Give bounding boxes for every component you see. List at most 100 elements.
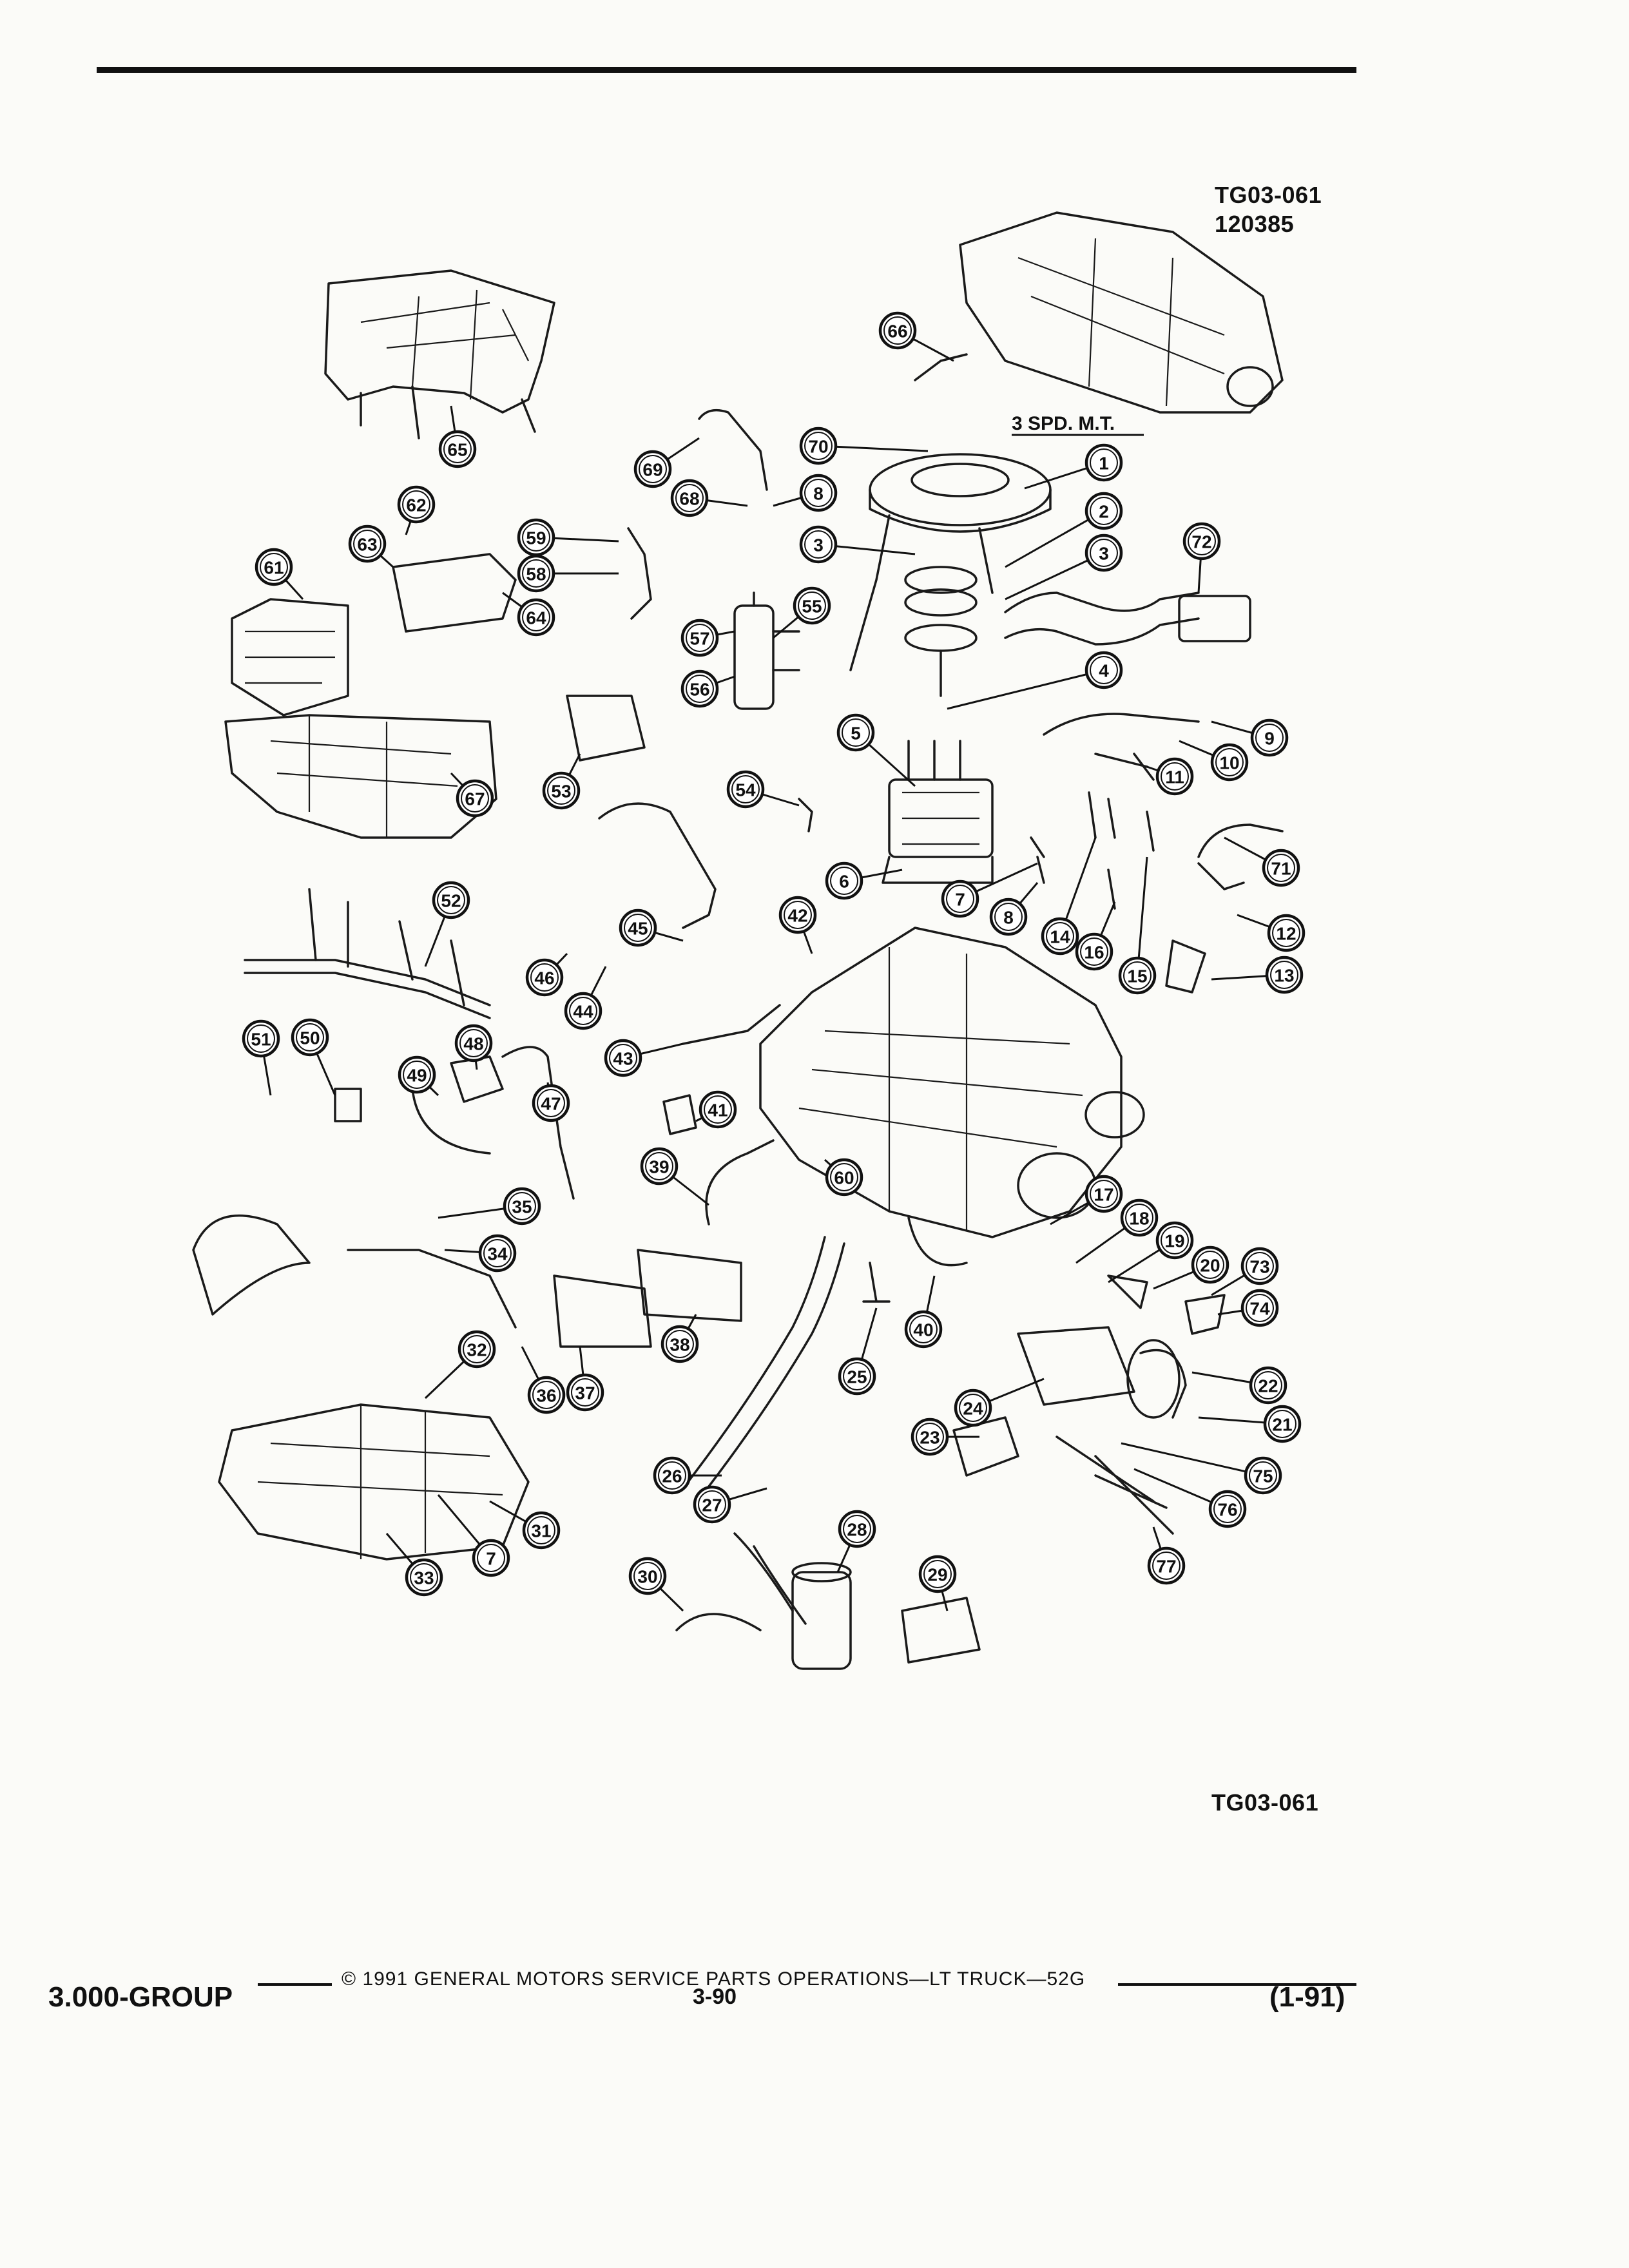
callout-number: 10 [1219,753,1239,773]
callout-54: 54 [726,770,765,809]
callout-number: 60 [834,1168,854,1188]
callout-number: 7 [486,1549,496,1569]
callout-number: 3 [813,535,824,555]
callout-number: 70 [808,437,828,457]
header-rule [97,67,1356,73]
valve-50 [334,1088,362,1122]
sensor-11 [1094,753,1155,781]
callout-number: 76 [1217,1500,1237,1520]
callout-6: 6 [825,861,863,900]
callout-14: 14 [1041,917,1079,956]
callout-number: 8 [1003,908,1014,928]
pump-55 [733,591,800,710]
callout-number: 2 [1099,502,1109,522]
callout-65: 65 [438,430,477,468]
bracket-29 [901,1597,981,1664]
callout-number: 23 [920,1428,940,1448]
callout-number: 12 [1276,924,1296,944]
callout-number: 77 [1156,1557,1176,1577]
strap-30 [675,1613,762,1631]
callout-74: 74 [1240,1289,1279,1327]
callout-19: 19 [1155,1221,1194,1260]
callout-number: 46 [534,968,554,988]
callout-number: 44 [573,1002,593,1022]
callout-18: 18 [1120,1198,1159,1237]
manifold-33 [218,1403,530,1561]
callout-number: 22 [1258,1376,1278,1396]
callout-75: 75 [1244,1456,1282,1495]
pipe-34 [347,1249,517,1329]
callout-number: 52 [441,891,461,911]
callout-66: 66 [878,311,917,350]
frame-67 [224,714,497,839]
transmission-label: 3 SPD. M.T. [1012,413,1144,436]
callout-leader-4 [947,669,1104,710]
callout-48: 48 [454,1024,493,1062]
callout-number: 62 [406,495,426,515]
callout-number: 16 [1084,943,1104,963]
callout-number: 65 [447,440,467,460]
callout-3: 3 [1084,533,1123,572]
callout-68: 68 [670,479,709,517]
shield-38 [637,1249,742,1322]
callout-36: 36 [527,1376,566,1414]
bracket-22 [1139,1349,1187,1419]
sensor-15 [1146,811,1155,852]
callout-46: 46 [525,958,564,997]
callout-leader-2 [1005,510,1104,568]
callout-number: 9 [1264,729,1275,749]
callout-4: 4 [1084,651,1123,689]
callout-number: 24 [963,1399,983,1419]
callout-49: 49 [398,1055,436,1094]
callout-number: 74 [1249,1299,1270,1319]
callout-number: 21 [1272,1415,1292,1435]
callout-24: 24 [954,1389,992,1427]
module-63 [392,553,517,633]
callout-number: 3 [1099,544,1109,564]
wire-10 [1043,713,1200,736]
plug-wires-26 [682,1236,845,1625]
callout-number: 42 [787,906,807,926]
callout-number: 73 [1249,1257,1269,1277]
callout-53: 53 [542,771,581,810]
callout-number: 67 [465,789,485,809]
callout-32: 32 [458,1330,496,1369]
callout-number: 53 [551,782,571,802]
callout-number: 11 [1165,767,1184,787]
callout-41: 41 [699,1090,737,1129]
callout-63: 63 [348,524,387,563]
callout-26: 26 [653,1456,691,1495]
gasket-rings-2 [904,566,978,697]
callout-2: 2 [1084,492,1123,530]
footer-copyright: © 1991 GENERAL MOTORS SERVICE PARTS OPER… [342,1968,1086,1990]
callout-number: 15 [1127,966,1147,986]
callout-number: 13 [1274,966,1294,986]
fitting-7 [1030,836,1045,884]
callout-number: 40 [913,1320,933,1340]
callout-number: 54 [735,780,756,800]
clip-59 [627,527,652,620]
hose-17 [907,1216,968,1267]
ecm-61 [231,598,349,716]
callout-35: 35 [503,1187,541,1225]
elbow-39 [705,1139,775,1225]
callout-number: 45 [628,919,648,939]
callout-number: 58 [526,564,546,584]
callout-number: 26 [662,1466,682,1486]
callout-number: 19 [1164,1231,1184,1251]
callout-number: 66 [887,322,907,341]
callout-51: 51 [242,1019,280,1058]
callout-number: 36 [536,1386,556,1406]
callout-number: 39 [649,1157,669,1177]
callout-52: 52 [432,881,470,919]
figure-footer-id: TG03-061 [1211,1789,1319,1816]
callout-number: 37 [575,1383,595,1403]
callout-leader-75 [1121,1442,1264,1477]
callout-13: 13 [1265,956,1304,994]
callout-number: 7 [955,890,965,910]
callout-7: 7 [941,879,979,918]
callout-number: 31 [531,1521,551,1541]
bracket-assembly-65 [324,269,555,439]
callout-77: 77 [1147,1546,1186,1585]
